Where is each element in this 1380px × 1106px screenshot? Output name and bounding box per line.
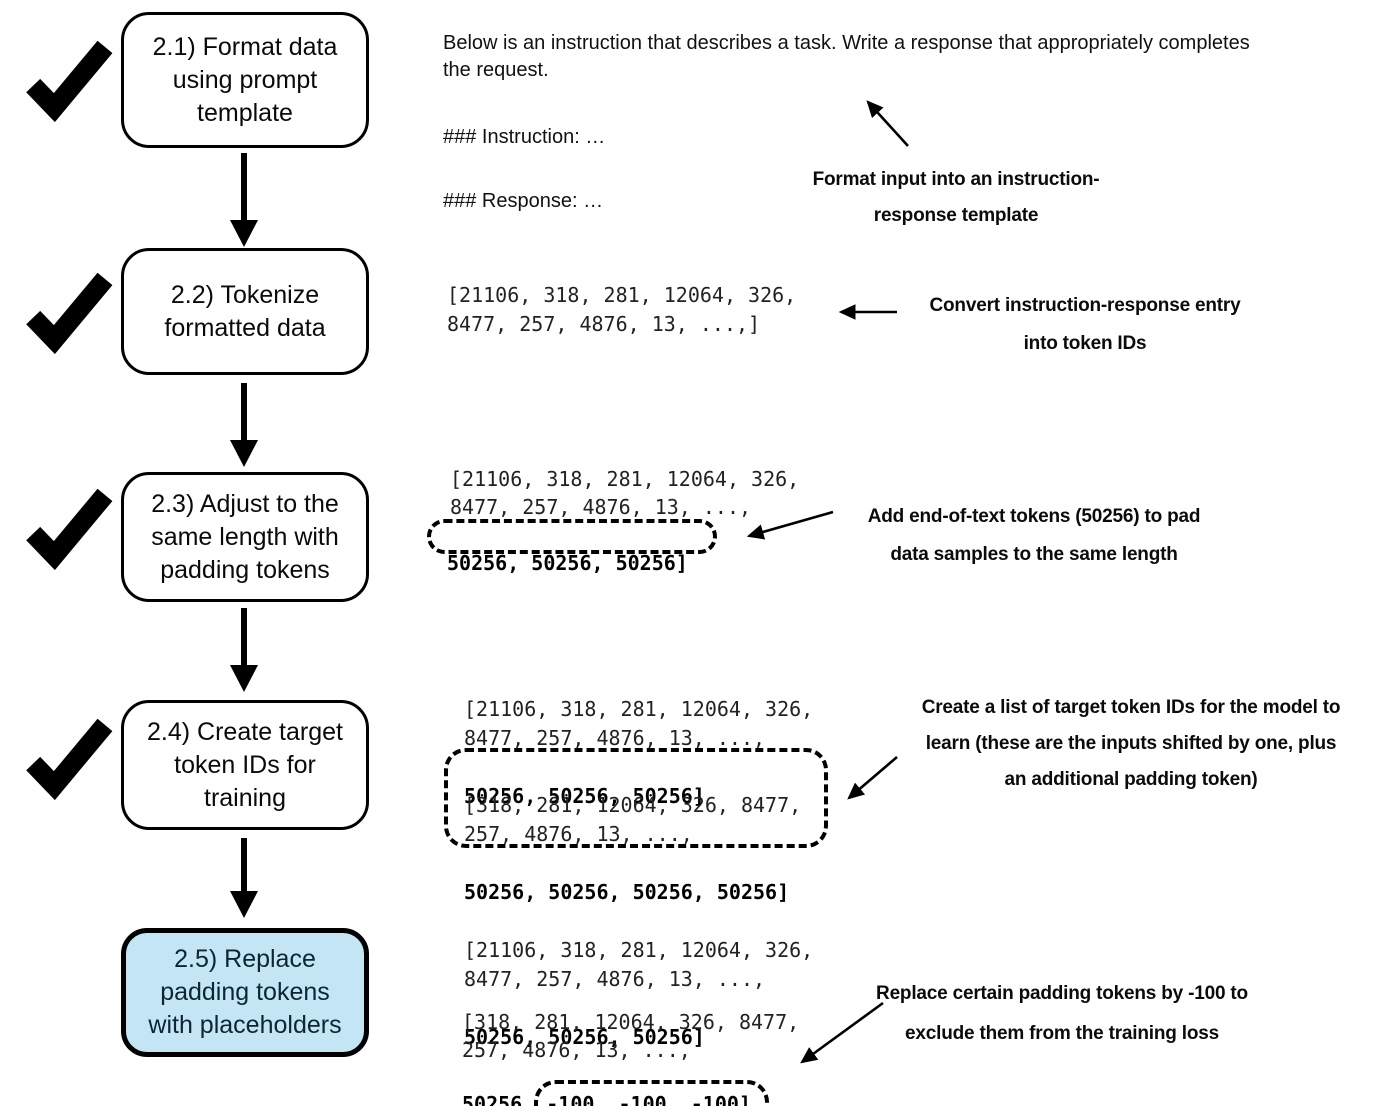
arrow-down-icon bbox=[230, 153, 258, 247]
instruction-line: ### Instruction: … bbox=[443, 126, 606, 148]
arrow-down-icon bbox=[230, 608, 258, 692]
placeholder-input-code: [21106, 318, 281, 12064, 326, 8477, 257,… bbox=[464, 907, 813, 1052]
flow-step-label: 2.2) Tokenize formatted data bbox=[164, 280, 326, 342]
flow-step-box-2: 2.2) Tokenize formatted data bbox=[121, 248, 369, 375]
flow-step-label: 2.1) Format data using prompt template bbox=[152, 32, 338, 127]
padding-tokens-bold: 50256, 50256, 50256] bbox=[464, 1025, 705, 1049]
flow-step-label: 2.4) Create target token IDs for trainin… bbox=[147, 717, 343, 812]
placeholder-target-head: [318, 281, 12064, 326, 8477, 257, 4876, … bbox=[462, 1010, 800, 1062]
padded-code-head: [21106, 318, 281, 12064, 326, 8477, 257,… bbox=[450, 467, 800, 519]
response-line: ### Response: … bbox=[443, 190, 604, 212]
format-annotation: Format input into an instruction- respon… bbox=[812, 169, 1100, 226]
code-head: [21106, 318, 281, 12064, 326, 8477, 257,… bbox=[464, 938, 814, 991]
padding-token-bold: 50256, bbox=[462, 1092, 535, 1106]
checkmark-icon bbox=[26, 718, 113, 801]
checkmark-icon bbox=[26, 488, 113, 571]
arrow-down-icon bbox=[230, 383, 258, 467]
masked-tokens-dashed-oval: -100, -100, -100] bbox=[534, 1080, 769, 1106]
padding-annotation: Add end-of-text tokens (50256) to pad da… bbox=[867, 506, 1201, 565]
padding-tokens-bold: 50256, 50256, 50256] bbox=[464, 784, 705, 808]
flow-step-box-4: 2.4) Create target token IDs for trainin… bbox=[121, 700, 369, 830]
flow-step-box-5: 2.5) Replace padding tokens with placeho… bbox=[121, 928, 369, 1057]
flow-step-box-3: 2.3) Adjust to the same length with padd… bbox=[121, 472, 369, 602]
flow-step-label: 2.3) Adjust to the same length with padd… bbox=[151, 489, 339, 584]
arrow-up-left-icon bbox=[866, 100, 909, 147]
placeholders-annotation: Replace certain padding tokens by -100 t… bbox=[876, 983, 1248, 1044]
padding-tokens-bold: 50256, 50256, 50256, 50256] bbox=[464, 880, 790, 904]
arrow-down-left-icon bbox=[847, 756, 898, 800]
targets-annotation: Create a list of target token IDs for th… bbox=[921, 697, 1341, 790]
padding-tokens-dashed-box: 50256, 50256, 50256] bbox=[427, 519, 717, 575]
target-token-ids-dashed-box: [318, 281, 12064, 326, 8477, 257, 4876, … bbox=[444, 748, 828, 904]
token-ids-code: [21106, 318, 281, 12064, 326, 8477, 257,… bbox=[447, 283, 797, 336]
target-input-code: [21106, 318, 281, 12064, 326, 8477, 257,… bbox=[464, 666, 813, 811]
padding-tokens-bold: 50256, 50256, 50256] bbox=[447, 551, 688, 575]
code-head: [21106, 318, 281, 12064, 326, 8477, 257,… bbox=[464, 697, 814, 750]
flow-step-label: 2.5) Replace padding tokens with placeho… bbox=[148, 945, 342, 1039]
checkmark-icon bbox=[26, 272, 113, 355]
placeholder-target-last-line: 50256,-100, -100, -100] bbox=[462, 1062, 769, 1106]
checkmark-icon bbox=[26, 40, 113, 123]
flow-step-box-1: 2.1) Format data using prompt template bbox=[121, 12, 369, 148]
tokenize-annotation: Convert instruction-response entry into … bbox=[929, 295, 1241, 354]
prompt-template-paragraph: Below is an instruction that describes a… bbox=[443, 32, 1250, 81]
code-head: [318, 281, 12064, 326, 8477, 257, 4876, … bbox=[464, 793, 802, 846]
arrow-down-icon bbox=[230, 838, 258, 918]
